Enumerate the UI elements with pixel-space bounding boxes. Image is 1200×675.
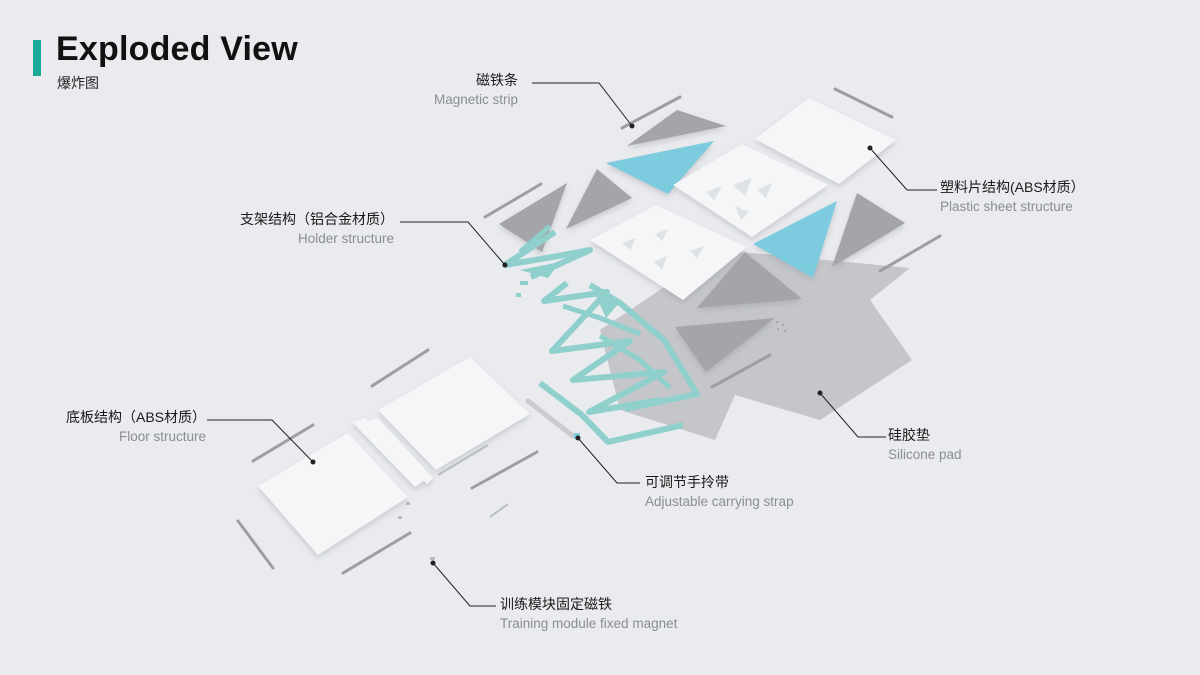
grey-triangle-pieces: [499, 110, 905, 372]
callout-magnetic-strip-en: Magnetic strip: [433, 92, 518, 107]
callout-magnet-zh: 训练模块固定磁铁: [500, 596, 612, 612]
floor-small-bars: [437, 444, 509, 518]
callout-floor: 底板结构（ABS材质） Floor structure: [66, 410, 206, 444]
callout-strap-zh: 可调节手拎带: [645, 474, 729, 490]
callout-holder-zh: 支架结构（铝合金材质）: [240, 211, 394, 227]
callout-plastic-sheet: 塑料片结构(ABS材质） Plastic sheet structure: [940, 180, 1085, 214]
callout-holder: 支架结构（铝合金材质） Holder structure: [240, 212, 394, 246]
callout-magnetic-strip: 磁铁条 Magnetic strip: [434, 73, 518, 107]
pad-dots: [776, 321, 786, 332]
magnetic-strip-bars: [236, 87, 942, 575]
plastic-sheet-cutouts: [622, 178, 772, 270]
silicone-pad-shape: [600, 250, 912, 440]
callout-plastic-sheet-en: Plastic sheet structure: [940, 199, 1073, 214]
callout-strap: 可调节手拎带 Adjustable carrying strap: [645, 475, 794, 509]
callout-floor-en: Floor structure: [118, 429, 206, 444]
blue-triangle-pieces: [606, 141, 837, 278]
page-subtitle: 爆炸图: [57, 75, 99, 91]
page-title: Exploded View: [56, 30, 298, 68]
holder-structure-fills: [520, 262, 620, 318]
callout-floor-zh: 底板结构（ABS材质）: [65, 409, 206, 425]
callout-silicone-pad-en: Silicone pad: [888, 447, 962, 462]
callout-magnet-en: Training module fixed magnet: [500, 616, 678, 631]
plastic-sheet-pieces: [590, 98, 896, 300]
floor-structure-pieces: [258, 357, 530, 555]
title-accent-bar: [33, 40, 41, 76]
callout-magnet: 训练模块固定磁铁 Training module fixed magnet: [500, 597, 677, 631]
holder-structure-frame: [502, 224, 700, 445]
leader-lines: [207, 82, 937, 607]
callout-silicone-pad-zh: 硅胶垫: [888, 427, 930, 443]
callout-holder-en: Holder structure: [297, 231, 394, 246]
leader-dots: [310, 123, 873, 566]
callout-strap-en: Adjustable carrying strap: [645, 494, 794, 509]
magnet-dots: [398, 502, 435, 560]
callout-silicone-pad: 硅胶垫 Silicone pad: [888, 428, 962, 462]
callout-magnetic-strip-zh: 磁铁条: [476, 72, 518, 88]
callout-plastic-sheet-zh: 塑料片结构(ABS材质）: [940, 179, 1085, 195]
